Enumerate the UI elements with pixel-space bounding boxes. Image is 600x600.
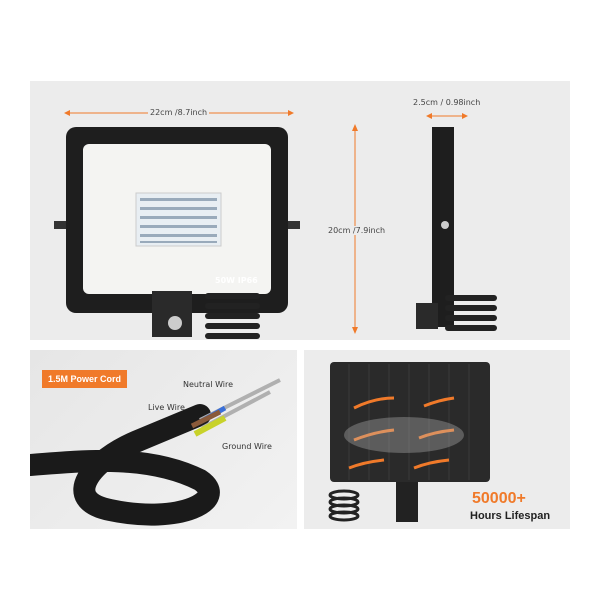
neutral-wire-label: Neutral Wire: [183, 380, 234, 389]
model-label: 50W IP66: [215, 276, 258, 285]
lifespan-panel: 50000+ Hours Lifespan: [304, 350, 570, 529]
height-dimension-label: 20cm /7.9inch: [326, 226, 388, 235]
live-wire-label: Live Wire: [148, 403, 185, 412]
dimensions-panel: 22cm /8.7inch 2.5cm / 0.98inch 20cm /7.9…: [30, 81, 570, 340]
ground-wire-label: Ground Wire: [222, 442, 272, 451]
heat-dissipation-illustration: [328, 362, 490, 522]
depth-dimension-label: 2.5cm / 0.98inch: [411, 98, 483, 107]
power-cord-illustration: [30, 378, 281, 526]
floodlight-front-and-side-illustration: [54, 110, 497, 339]
power-cord-badge: 1.5M Power Cord: [42, 370, 128, 388]
power-cord-panel: 1.5M Power Cord Neutral Wire Live Wire G…: [30, 350, 297, 529]
lifespan-value: 50000+: [472, 490, 526, 507]
lifespan-label: Hours Lifespan: [470, 510, 551, 522]
width-dimension-label: 22cm /8.7inch: [148, 108, 210, 117]
